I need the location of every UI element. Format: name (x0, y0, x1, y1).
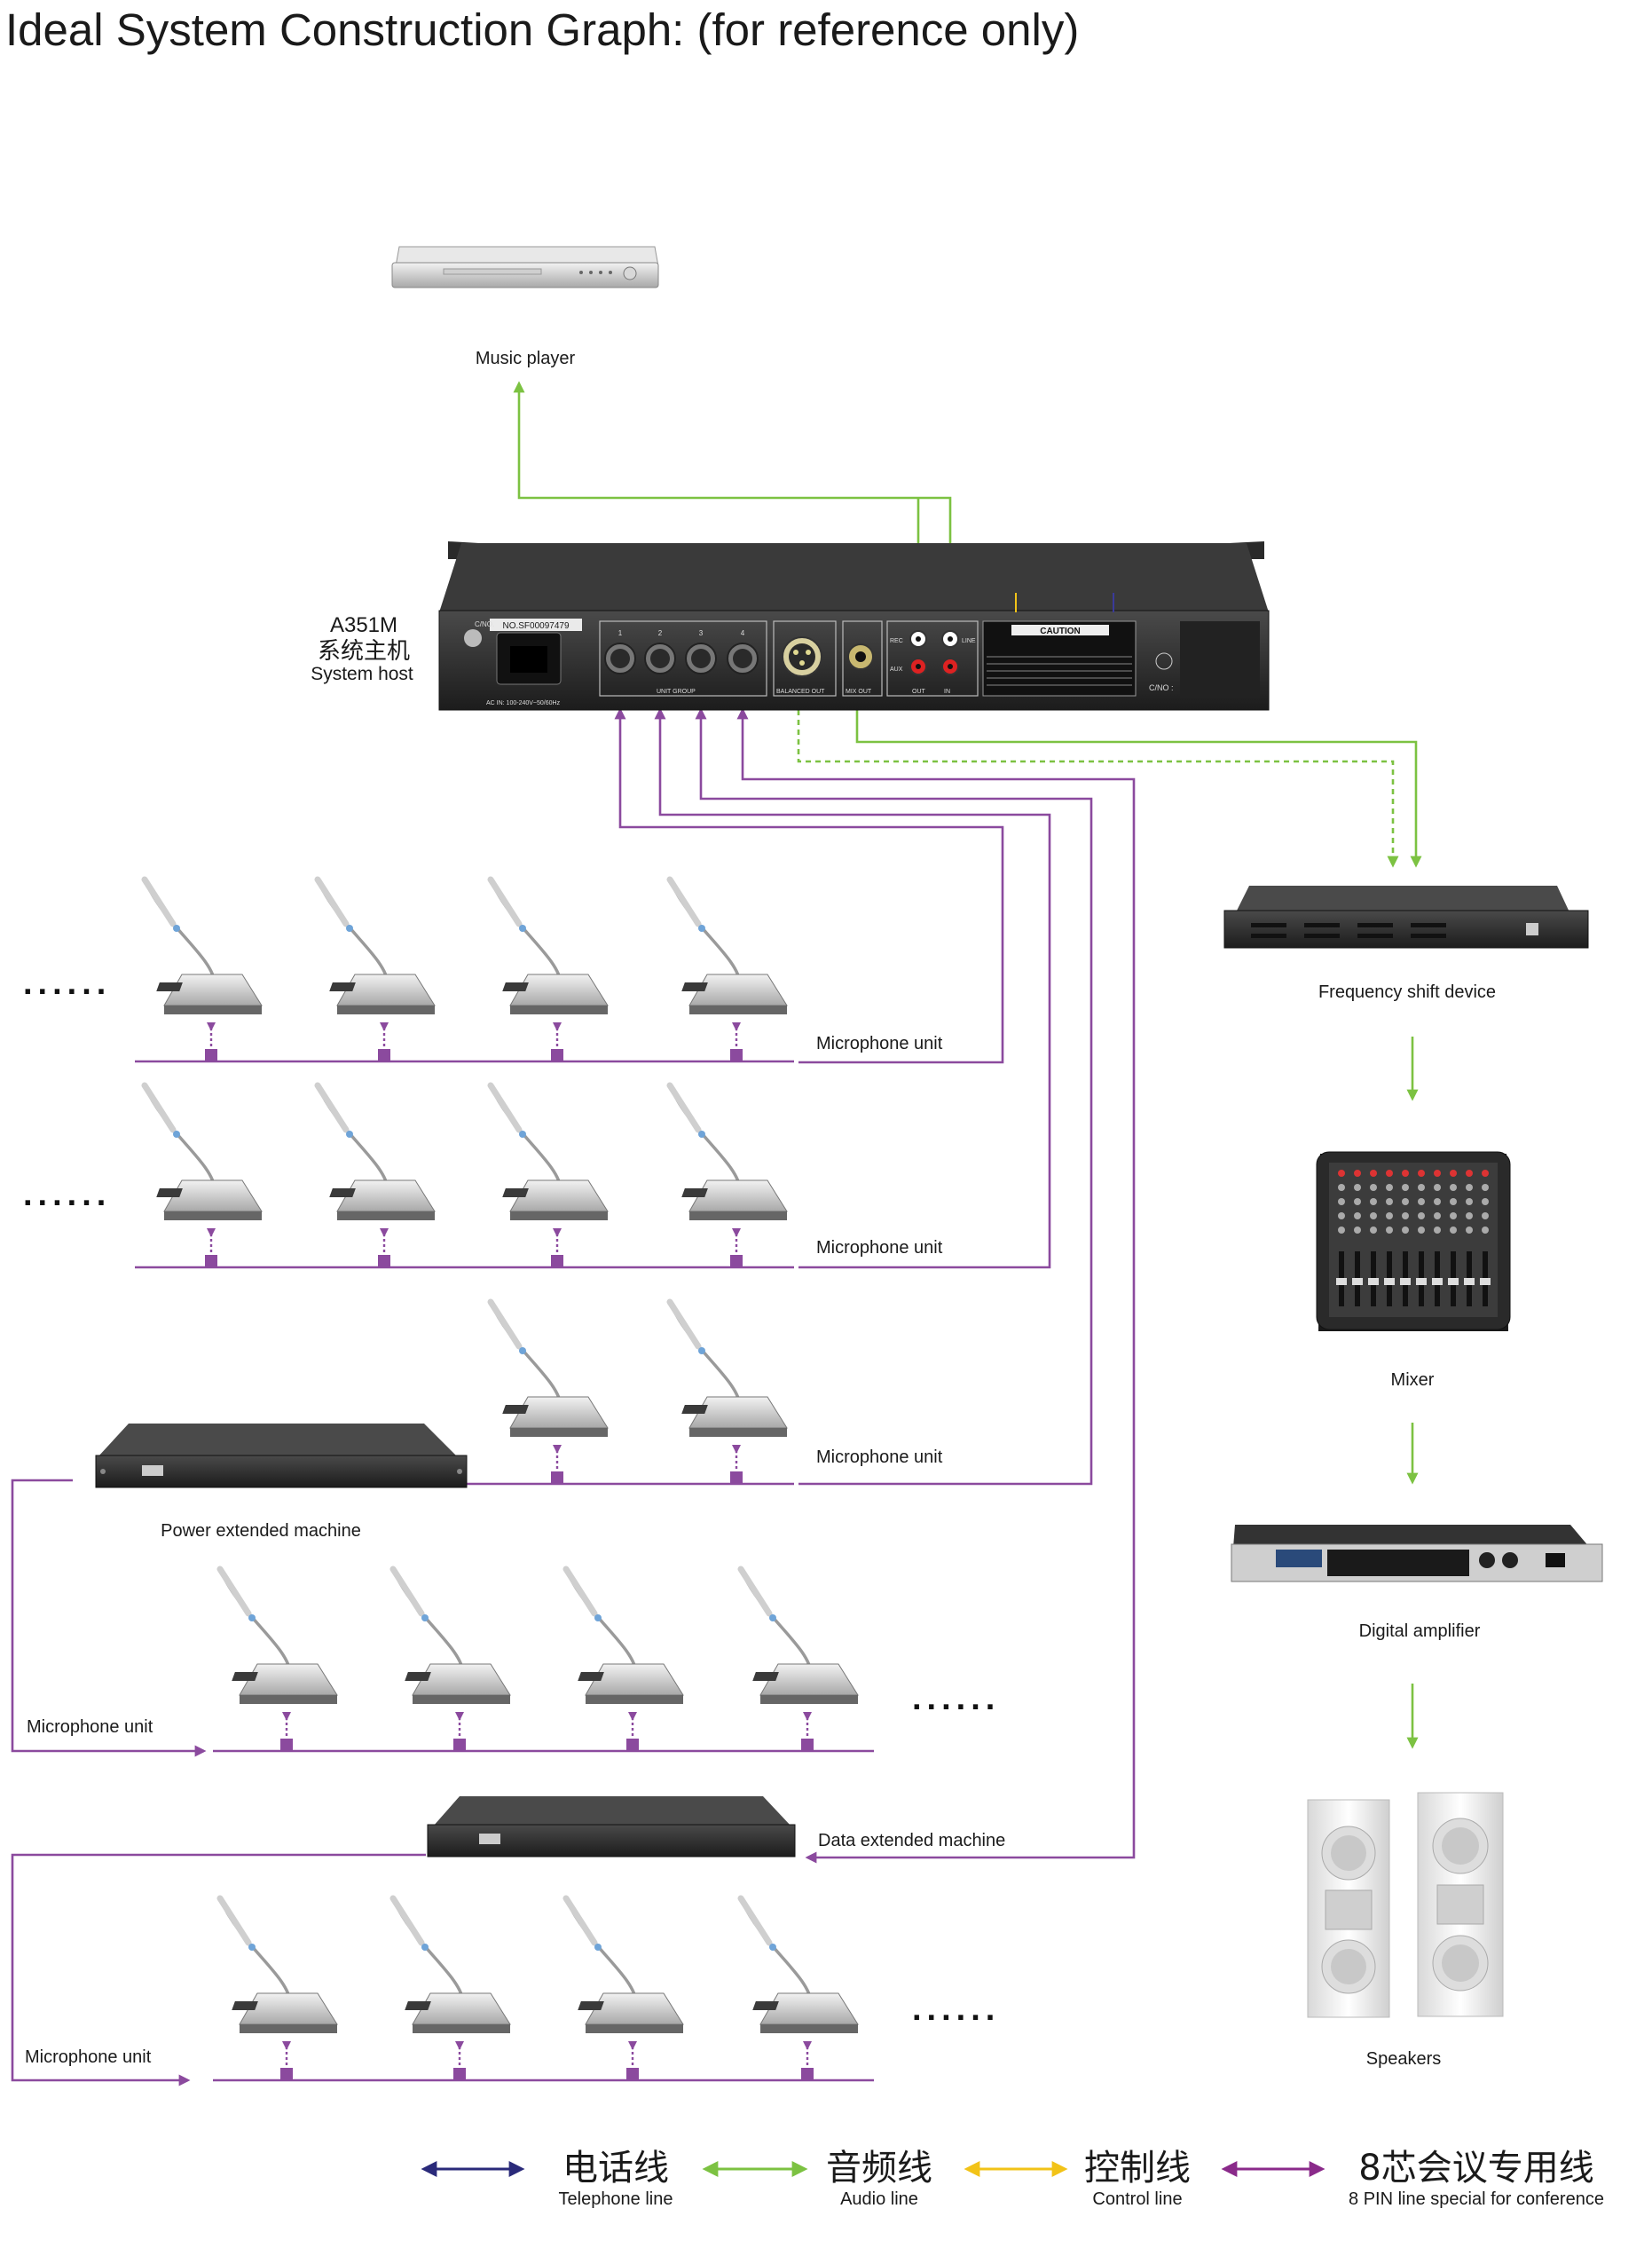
legend-label-cn: 8芯会议专用线 (1358, 2148, 1593, 2189)
mixer-label: Mixer (1391, 1370, 1435, 1390)
host-name-cn: 系统主机 (318, 638, 410, 665)
microphone-bus-rows (135, 1022, 874, 2082)
microphone-unit (670, 1302, 787, 1437)
data-extended-label: Data extended machine (818, 1831, 1005, 1850)
microphone-unit (741, 1569, 858, 1704)
microphone-unit (145, 879, 262, 1014)
legend-label-en: Telephone line (559, 2189, 673, 2209)
port-number: 3 (699, 629, 704, 637)
legend-label-en: Audio line (840, 2189, 918, 2209)
frequency-shift-device (1223, 886, 1589, 949)
speakers-label: Speakers (1366, 2049, 1442, 2069)
digital-amplifier-device (1231, 1525, 1603, 1582)
svg-text:IN: IN (944, 689, 950, 695)
svg-text:C/NO.: C/NO. (475, 620, 494, 628)
microphone-unit (393, 1898, 510, 2033)
data-extended-device (427, 1796, 796, 1858)
ellipsis: ...... (23, 1176, 111, 1213)
microphone-unit (670, 1085, 787, 1220)
mixer-device (1316, 1151, 1511, 1331)
svg-text:UNIT GROUP: UNIT GROUP (657, 689, 696, 695)
page-title: Ideal System Construction Graph: (for re… (5, 4, 1080, 55)
legend-label-cn: 音频线 (826, 2148, 932, 2189)
microphone-unit (491, 1302, 608, 1437)
svg-text:LINE: LINE (962, 638, 976, 644)
svg-text:NO.SF00097479: NO.SF00097479 (502, 621, 569, 631)
svg-text:C/NO :: C/NO : (1149, 683, 1174, 692)
microphone-unit (491, 1085, 608, 1220)
microphone-unit (741, 1898, 858, 2033)
ellipsis: ...... (23, 965, 111, 1002)
svg-text:CAUTION: CAUTION (1040, 627, 1081, 636)
power-extended-label: Power extended machine (161, 1521, 361, 1541)
svg-text:AUX: AUX (890, 667, 903, 673)
microphone-unit (220, 1569, 337, 1704)
legend-label-cn: 电话线 (562, 2148, 669, 2189)
microphone-unit (220, 1898, 337, 2033)
host-model: A351M (330, 613, 397, 637)
music-player-device (391, 246, 659, 288)
microphone-unit (318, 1085, 435, 1220)
microphone-unit (318, 879, 435, 1014)
ellipses: ........................ (23, 965, 1000, 2028)
svg-text:AC IN: 100-240V~50/60Hz: AC IN: 100-240V~50/60Hz (486, 700, 561, 706)
microphone-unit (145, 1085, 262, 1220)
legend-label-en: 8 PIN line special for conference (1349, 2189, 1604, 2209)
legend-label-cn: 控制线 (1084, 2148, 1191, 2189)
microphone-unit-label: Microphone unit (816, 1447, 943, 1467)
microphone-unit-label: Microphone unit (25, 2047, 152, 2067)
conference-wires (11, 707, 1136, 2086)
microphone-unit-label: Microphone unit (816, 1238, 943, 1258)
port-number: 1 (618, 629, 623, 637)
port-number: 2 (658, 629, 663, 637)
svg-text:MIX OUT: MIX OUT (846, 689, 872, 695)
microphone-unit (670, 879, 787, 1014)
system-host-device: NO.SF00097479 C/NO. AC IN: 100-240V~50/6… (438, 541, 1270, 711)
svg-text:BALANCED OUT: BALANCED OUT (776, 689, 825, 695)
microphone-unit (491, 879, 608, 1014)
legend-label-en: Control line (1092, 2189, 1182, 2209)
ellipsis: ...... (912, 1991, 1000, 2028)
port-number: 4 (741, 629, 745, 637)
frequency-shift-label: Frequency shift device (1318, 982, 1496, 1002)
microphone-unit-label: Microphone unit (27, 1717, 153, 1737)
microphone-unit (393, 1569, 510, 1704)
host-name-en: System host (311, 664, 413, 684)
microphone-unit-label: Microphone unit (816, 1034, 943, 1053)
speakers-device (1307, 1792, 1504, 2018)
digital-amplifier-label: Digital amplifier (1359, 1621, 1481, 1641)
music-player-label: Music player (476, 349, 576, 368)
ellipsis: ...... (912, 1680, 1000, 1717)
microphone-unit (566, 1569, 683, 1704)
power-extended-device (95, 1424, 468, 1488)
svg-text:REC: REC (890, 638, 903, 644)
svg-text:OUT: OUT (912, 689, 926, 695)
microphone-unit (566, 1898, 683, 2033)
